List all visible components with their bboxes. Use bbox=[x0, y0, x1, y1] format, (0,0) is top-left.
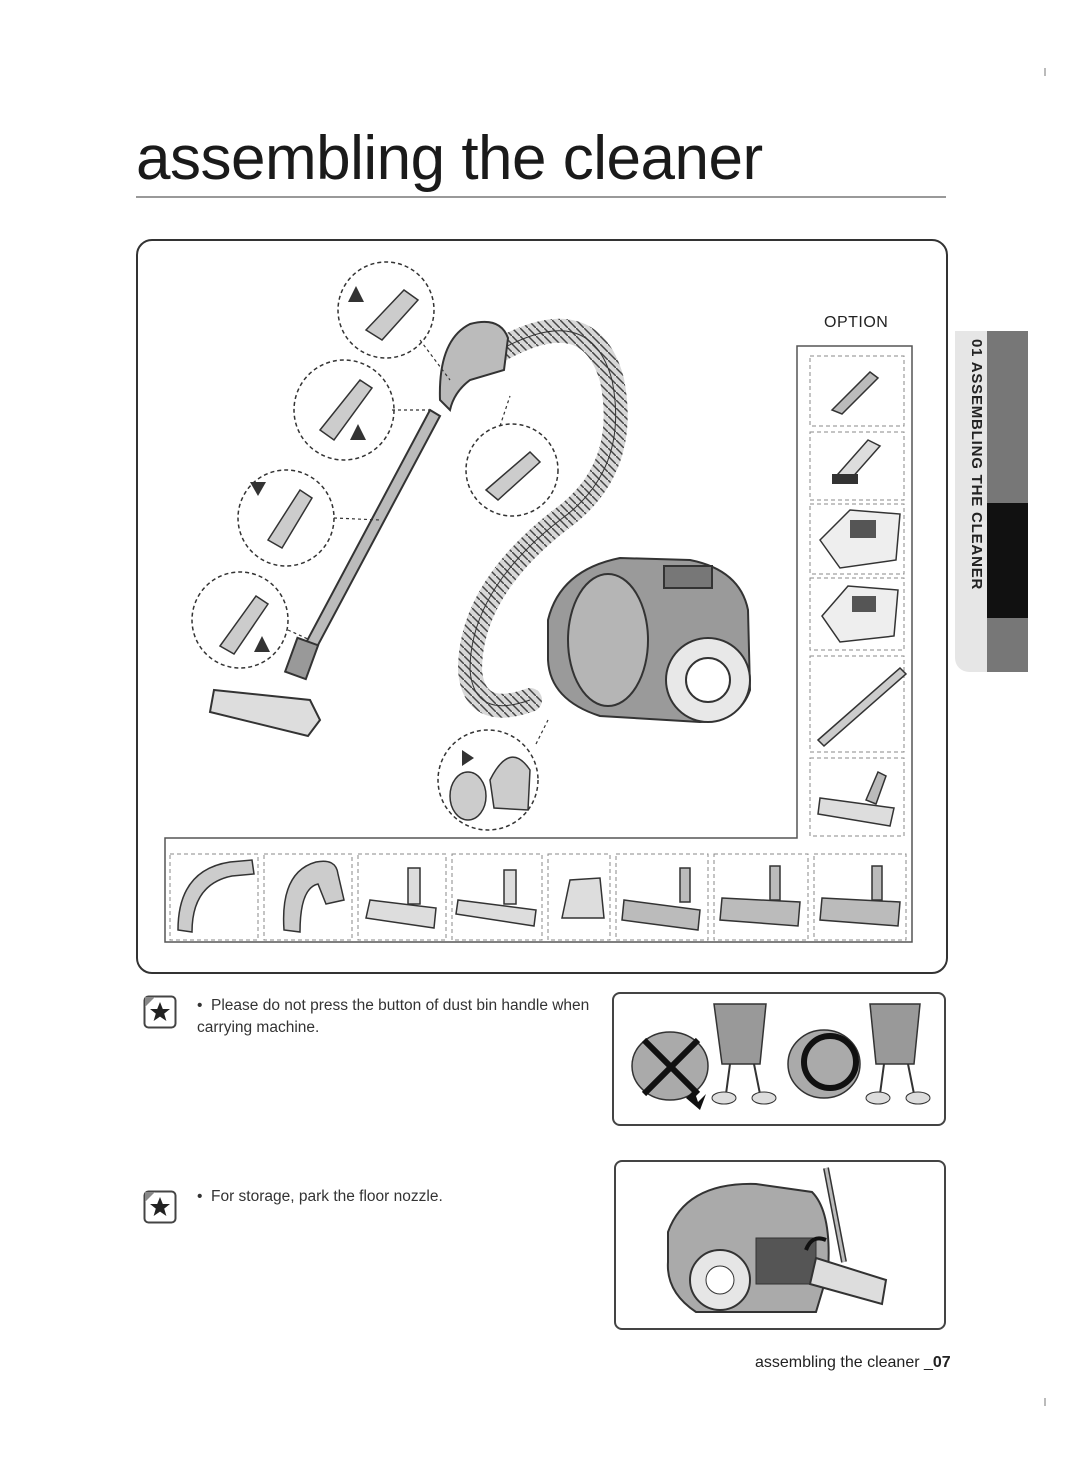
crop-mark-top bbox=[1044, 68, 1046, 76]
nozzle-1-icon bbox=[365, 867, 437, 929]
callout-hose-detail bbox=[484, 450, 542, 501]
turbo-brush-3-icon bbox=[819, 865, 901, 927]
handle-icon bbox=[282, 860, 345, 933]
note-bullet: • bbox=[197, 1188, 203, 1205]
direction-arrows bbox=[250, 286, 474, 766]
nozzle-2-icon bbox=[455, 869, 537, 927]
callout-handle-detail bbox=[364, 289, 420, 341]
floor-brush-icon bbox=[817, 770, 895, 827]
bottom-cells bbox=[169, 853, 907, 941]
chapter-side-tab: 01 ASSEMBLING THE CLEANER bbox=[955, 331, 1028, 672]
cleaner-handle bbox=[438, 320, 510, 412]
callout-inlet-port-detail bbox=[489, 756, 531, 811]
callout-tube-detail bbox=[318, 378, 374, 442]
title-underline bbox=[136, 196, 946, 198]
dust-bag-2-icon bbox=[821, 585, 899, 643]
turbo-brush-2-icon bbox=[719, 865, 801, 927]
dusting-brush-icon bbox=[832, 439, 882, 484]
callout-lock-detail bbox=[266, 488, 314, 550]
footer-text: assembling the cleaner _ bbox=[755, 1354, 933, 1371]
broken-icon bbox=[686, 1090, 706, 1110]
crevice-tool-icon bbox=[830, 371, 880, 415]
note-storage: • For storage, park the floor nozzle. bbox=[143, 1188, 603, 1230]
star-icon bbox=[143, 1190, 177, 1224]
pet-tool-icon bbox=[561, 877, 605, 919]
option-label: OPTION bbox=[824, 314, 889, 331]
carrying-illustration-box bbox=[612, 992, 946, 1126]
crop-mark-bottom bbox=[1044, 1398, 1046, 1406]
carrying-illustration bbox=[631, 1003, 931, 1110]
turbo-brush-icon bbox=[621, 867, 701, 931]
option-cells bbox=[809, 355, 905, 837]
side-tab-label: 01 ASSEMBLING THE CLEANER bbox=[968, 339, 985, 591]
side-tab-background bbox=[955, 331, 987, 672]
storage-illustration-box bbox=[614, 1160, 946, 1330]
callout-nozzle-detail bbox=[218, 594, 270, 655]
side-tab-dark-strip bbox=[987, 331, 1028, 672]
storage-illustration bbox=[666, 1167, 888, 1313]
note-text-storage: For storage, park the floor nozzle. bbox=[211, 1188, 443, 1205]
page-footer: assembling the cleaner _07 bbox=[755, 1354, 951, 1372]
note-carrying: •Please do not press the button of dust … bbox=[143, 995, 603, 1045]
callout-inlet-detail bbox=[449, 771, 487, 821]
option-frame bbox=[164, 345, 913, 943]
cleaner-body bbox=[547, 556, 752, 724]
telescopic-tube bbox=[208, 408, 442, 738]
note-text-carrying: Please do not press the button of dust b… bbox=[197, 997, 590, 1036]
hose-end-icon bbox=[177, 859, 255, 933]
page-title: assembling the cleaner bbox=[136, 124, 763, 193]
note-bullet: • bbox=[197, 997, 203, 1014]
dust-bag-icon bbox=[819, 509, 901, 569]
page-number: 07 bbox=[932, 1354, 951, 1371]
extension-tube-icon bbox=[816, 666, 908, 748]
hose-outline bbox=[469, 330, 617, 707]
side-tab-marker bbox=[987, 503, 1028, 618]
star-icon bbox=[143, 995, 177, 1029]
